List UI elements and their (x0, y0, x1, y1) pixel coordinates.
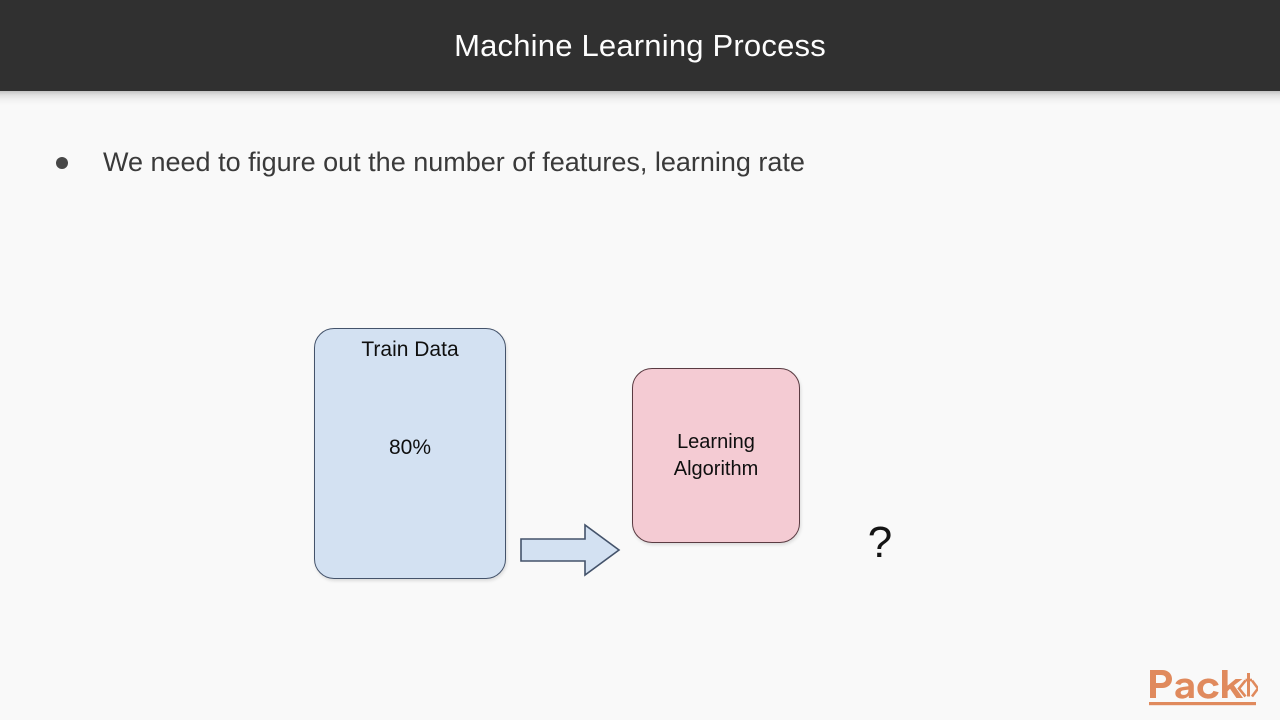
packt-logo (1148, 668, 1260, 708)
train-data-percentage: 80% (388, 436, 432, 459)
learning-algorithm-box: Learning Algorithm (632, 368, 800, 543)
learning-algorithm-label: Learning Algorithm (666, 429, 766, 482)
learning-algorithm-line1: Learning (677, 431, 755, 454)
slide-body: We need to figure out the number of feat… (0, 91, 1280, 720)
question-mark-label: ? (867, 518, 893, 567)
slide-header: Machine Learning Process (0, 0, 1280, 91)
bullet-item-label: We need to figure out the number of feat… (103, 147, 805, 177)
right-block-arrow-icon (519, 523, 621, 577)
learning-algorithm-line2: Algorithm (673, 457, 759, 480)
bullet-list-item: We need to figure out the number of feat… (56, 146, 805, 178)
train-data-title: Train Data (361, 338, 459, 361)
ml-process-diagram: Train Data 80% Learning Algorithm ? (0, 91, 1280, 720)
bullet-dot-icon (56, 157, 68, 169)
train-data-box: Train Data 80% (314, 328, 506, 579)
page-title: Machine Learning Process (454, 28, 826, 63)
